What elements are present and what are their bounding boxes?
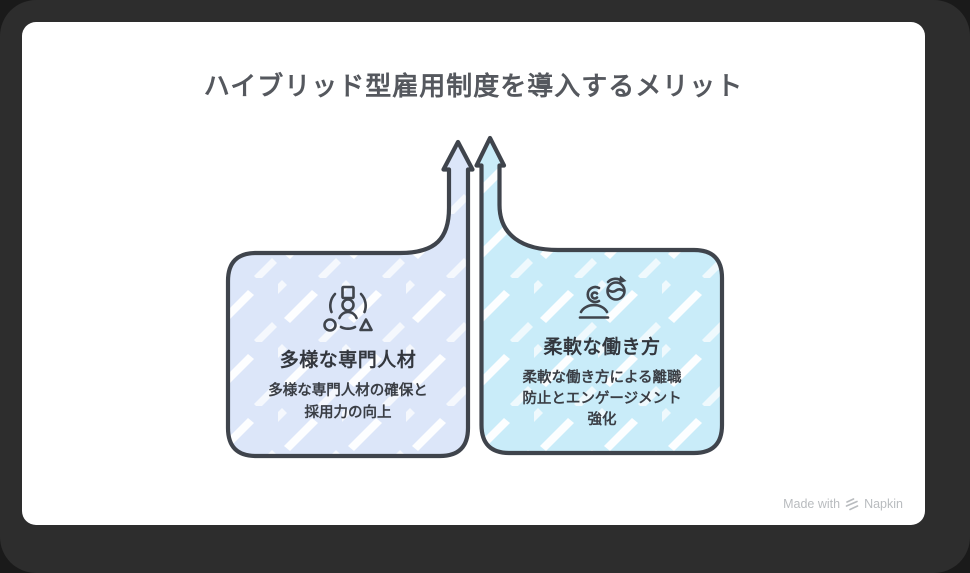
diagram-shapes [225, 135, 725, 459]
benefit-title-left: 多様な専門人材 [279, 350, 417, 372]
napkin-logo-icon [845, 497, 859, 510]
benefit-box-left: 多様な専門人材 多様な専門人材の確保と採用力の向上 [228, 253, 468, 456]
watermark-brand: Napkin [864, 497, 903, 511]
benefit-box-right: 柔軟な働き方 柔軟な働き方による離職防止とエンゲージメント強化 [482, 250, 722, 453]
benefit-description-left: 多様な専門人材の確保と採用力の向上 [268, 383, 428, 421]
page-title: ハイブリッド型雇用制度を導入するメリット [203, 71, 744, 101]
right-box-shape [474, 135, 725, 456]
benefit-title-right: 柔軟な働き方 [543, 336, 661, 358]
flexible-work-icon [578, 275, 627, 319]
napkin-watermark: Made with Napkin [783, 497, 903, 511]
benefit-description-right: 柔軟な働き方による離職防止とエンゲージメント強化 [522, 369, 682, 428]
slide-card: ハイブリッド型雇用制度を導入するメリット [22, 22, 925, 525]
watermark-prefix: Made with [783, 497, 841, 511]
diverse-talent-icon [323, 286, 373, 333]
